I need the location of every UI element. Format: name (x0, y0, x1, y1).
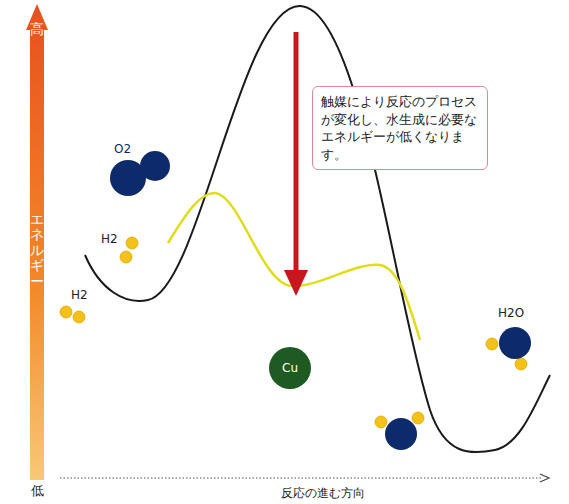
catalyst-label: Cu (282, 361, 298, 375)
energy-drop-arrow (294, 32, 299, 272)
molecule-label: H2 (71, 289, 88, 302)
molecule-label: H2O (498, 307, 524, 320)
catalyst-circle: Cu (269, 347, 311, 389)
uncatalysed-curve (85, 6, 550, 452)
molecule-label: O2 (114, 143, 131, 156)
axis-high-label: 高 (30, 22, 44, 37)
reaction-axis (60, 477, 542, 478)
energy-axis (26, 4, 48, 480)
h2-molecules (60, 237, 527, 428)
axis-low-label: 低 (31, 484, 44, 498)
arrow-head (284, 270, 308, 296)
molecule-label: H2 (101, 233, 118, 246)
callout-box: 触媒により反応のプロセスが変化し、水生成に必要なエネルギーが低くなります。 (312, 86, 488, 170)
axis-head (540, 474, 549, 482)
callout-text: 触媒により反応のプロセスが変化し、水生成に必要なエネルギーが低くなります。 (321, 93, 479, 163)
axis-title: エネルギー (30, 212, 44, 289)
axis-label: 反応の進む方向 (278, 487, 368, 500)
o2-molecule (110, 151, 170, 196)
water-molecules (385, 327, 531, 450)
